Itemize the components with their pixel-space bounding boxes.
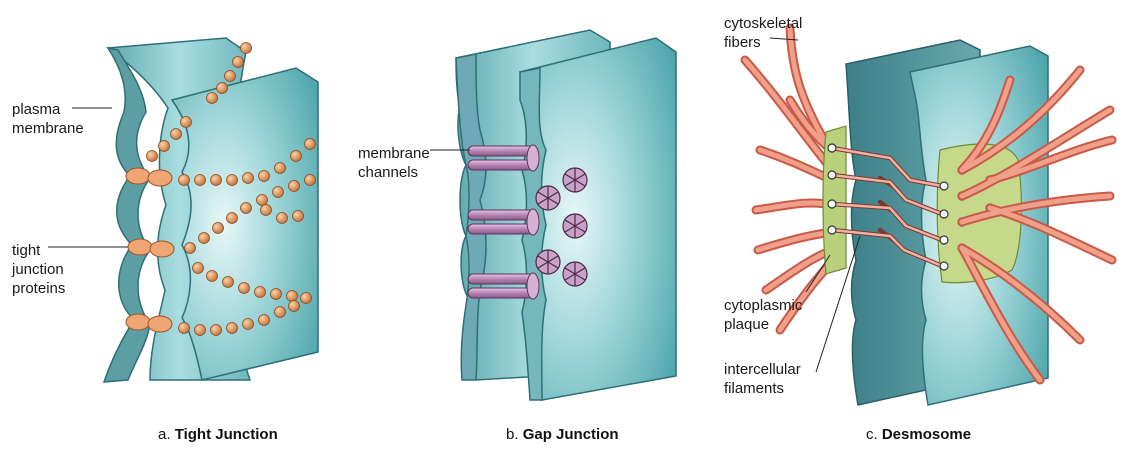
desmo-left-plaque — [822, 125, 847, 275]
caption-gap-junction: b. Gap Junction — [506, 426, 619, 443]
gap-junction-illustration — [430, 29, 677, 401]
desmosome-illustration — [740, 23, 1117, 406]
tight-junction-proteins-strands — [146, 42, 316, 336]
tight-contact-proteins — [125, 167, 175, 333]
caption-desmosome: c. Desmosome — [866, 426, 971, 443]
caption-title: Tight Junction — [174, 426, 278, 443]
cytoplasmic-plaque-leader — [805, 254, 831, 293]
desmo-fibers-left-highlight — [742, 25, 835, 333]
caption-tight-junction: a. Tight Junction — [158, 426, 278, 443]
label-membrane-channels: membrane channels — [358, 145, 430, 181]
label-cytoskeletal-fibers: cytoskeletal fibers — [724, 15, 803, 51]
label-plasma-membrane: plasma membrane — [12, 101, 84, 137]
desmo-fibers-right-highlight — [959, 67, 1115, 383]
tight-junction-illustration — [48, 37, 319, 383]
caption-letter: c. — [866, 426, 878, 443]
label-tight-junction-proteins: tight junction proteins — [12, 242, 66, 297]
label-intercellular-filaments: intercellular filaments — [724, 361, 801, 397]
gap-rosette-spokes — [537, 168, 586, 286]
gap-membrane-channels — [467, 144, 540, 300]
intercellular-filaments-leader — [815, 235, 861, 373]
caption-letter: b. — [506, 426, 519, 443]
desmo-intercellular-filaments-highlight — [830, 146, 944, 268]
caption-letter: a. — [158, 426, 171, 443]
tight-left-edge — [102, 46, 151, 383]
tight-front-membrane — [170, 67, 319, 381]
label-cytoplasmic-plaque: cytoplasmic plaque — [724, 297, 803, 333]
caption-title: Gap Junction — [522, 426, 619, 443]
cytoskeletal-fibers-leader — [769, 37, 799, 41]
caption-title: Desmosome — [881, 426, 972, 443]
